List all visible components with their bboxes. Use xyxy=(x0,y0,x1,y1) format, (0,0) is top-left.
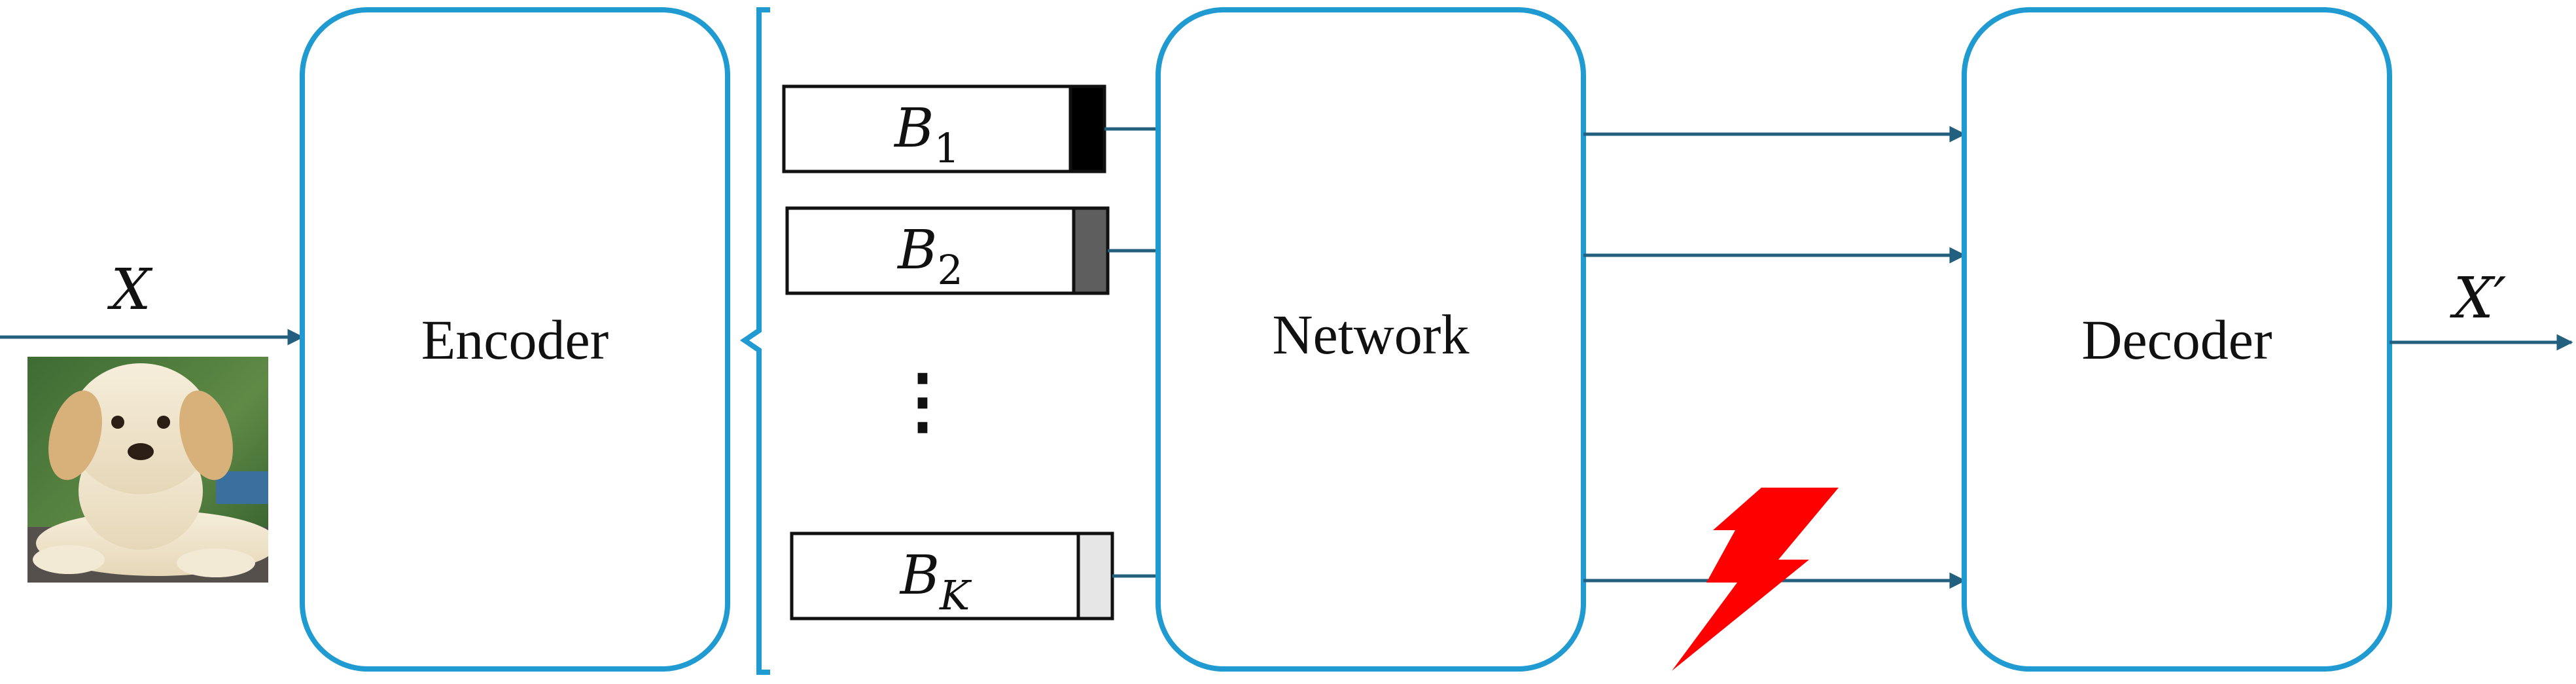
decoder-label: Decoder xyxy=(2081,308,2272,371)
encoder-label: Encoder xyxy=(421,308,609,371)
input-image-puppy xyxy=(27,357,268,583)
output-signal-label: X′ xyxy=(2450,266,2507,331)
input-signal-label: X xyxy=(107,257,153,323)
packet-ellipsis: ⋮ xyxy=(887,361,959,441)
packet-label: B1 xyxy=(893,98,960,172)
packet-header-tail xyxy=(1072,206,1110,295)
packet-first: B1 xyxy=(782,84,1158,173)
network-block xyxy=(1156,7,1586,672)
packet-label: BK xyxy=(899,545,972,619)
lightning-bolt-icon xyxy=(1672,488,1839,671)
packet-label: B2 xyxy=(896,219,963,294)
packet-bracket xyxy=(739,7,770,675)
packet-box xyxy=(785,206,1110,295)
packet-header-tail xyxy=(1068,84,1106,173)
packet-second: B2 xyxy=(785,206,1158,295)
packet-header-tail xyxy=(1076,531,1114,621)
encoder-block xyxy=(300,7,730,672)
network-label: Network xyxy=(1273,303,1470,366)
packet-last: BK xyxy=(790,531,1158,621)
decoder-block xyxy=(1962,7,2392,672)
